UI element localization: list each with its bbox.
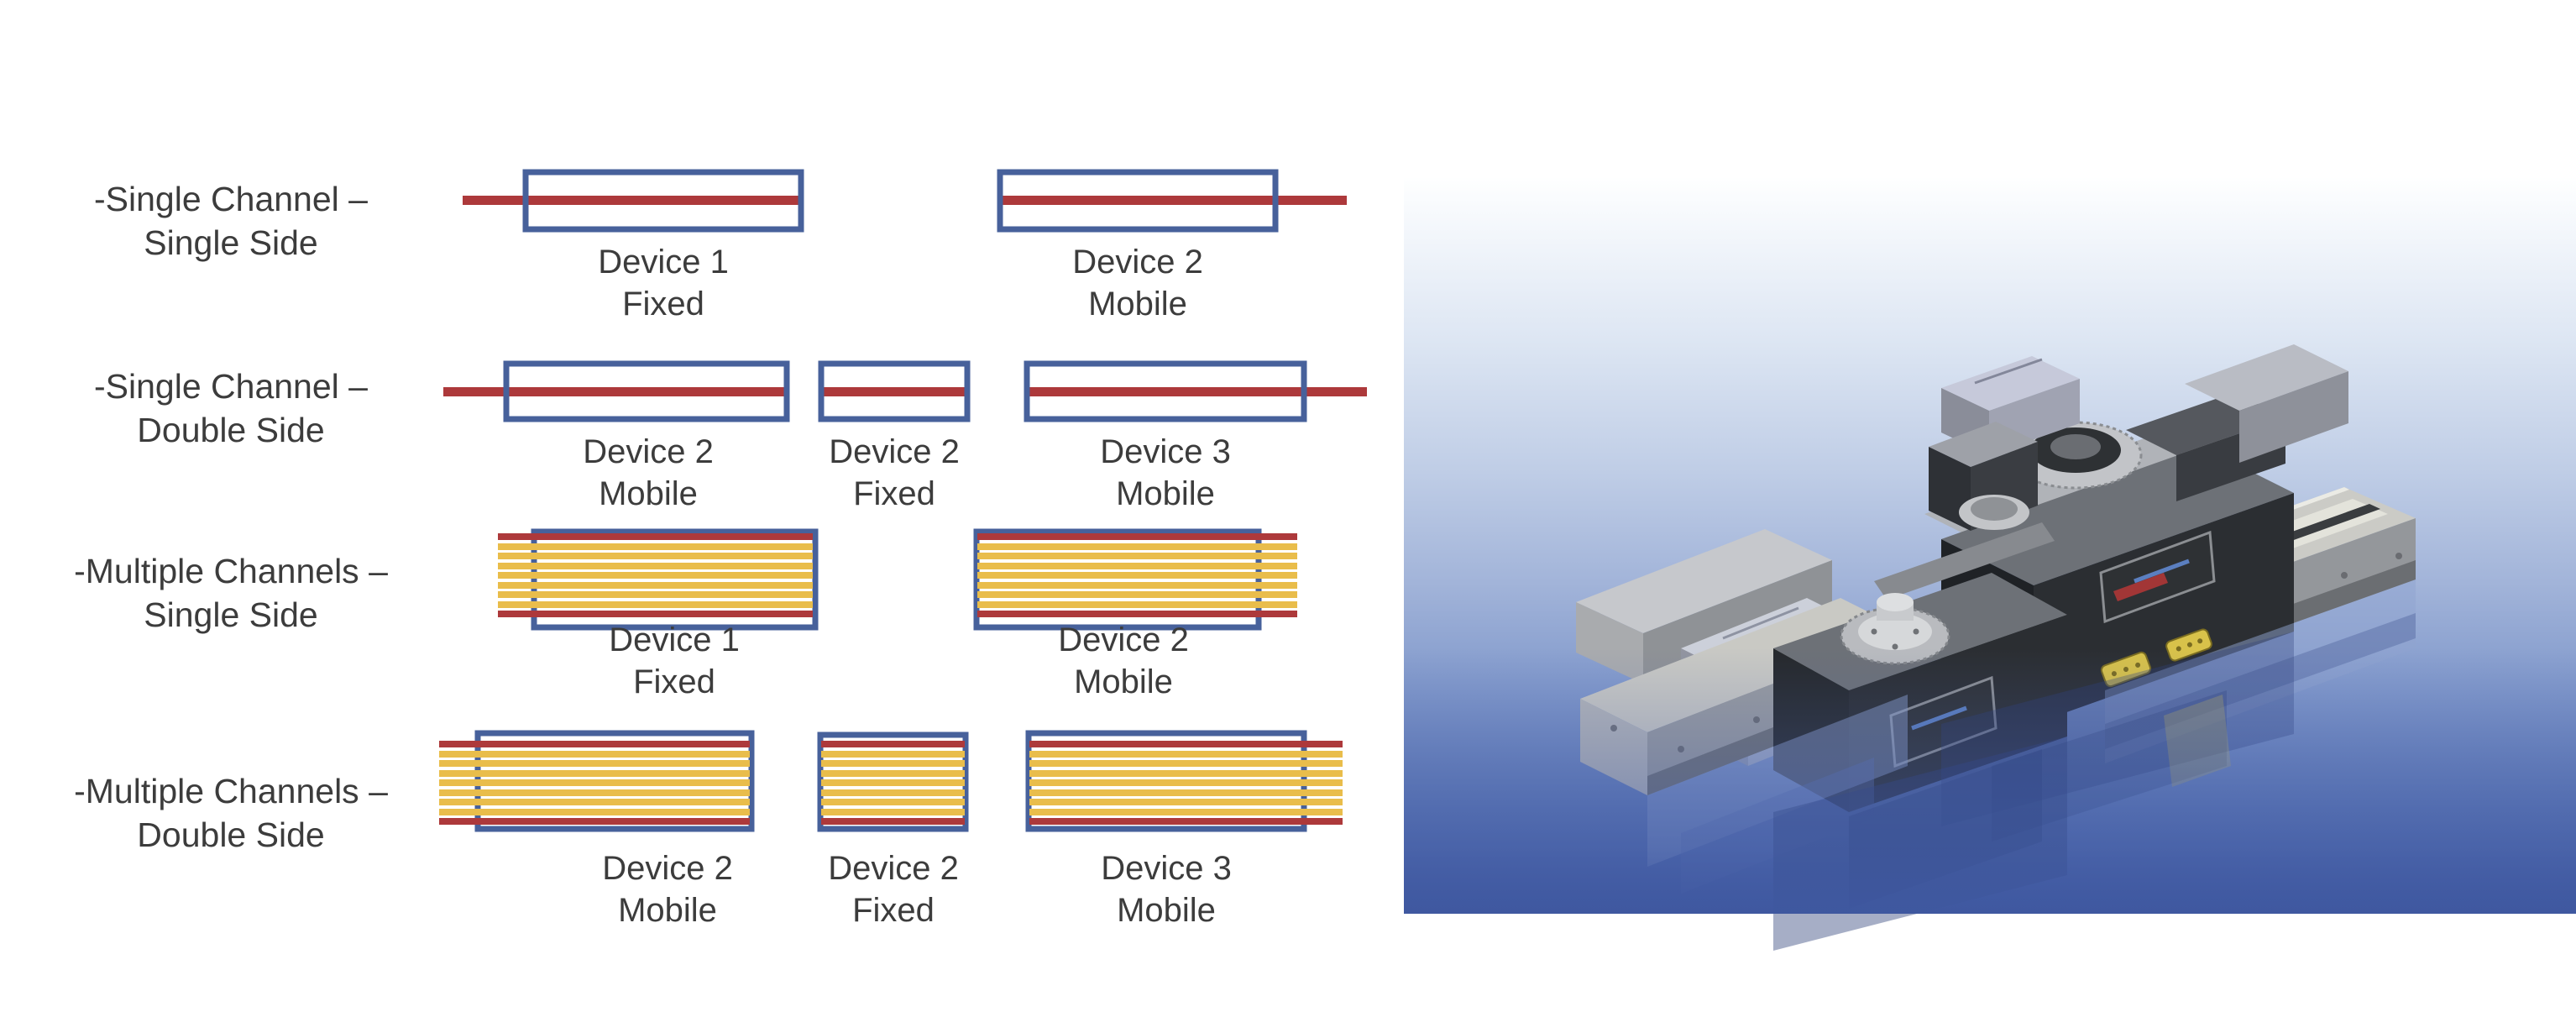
bracket-arm xyxy=(1874,522,2055,600)
channel-line xyxy=(824,387,965,396)
device-box xyxy=(818,360,971,422)
device-label: Device 2 xyxy=(829,433,960,470)
device-label: Fixed xyxy=(622,286,704,322)
device-box xyxy=(817,731,969,832)
caption-single-channel-single-side-line2: Single Side xyxy=(144,223,317,262)
channel-lines xyxy=(821,741,965,825)
device-label: Device 1 xyxy=(609,621,740,658)
channel-line xyxy=(463,196,804,205)
device-label: Device 1 xyxy=(598,244,729,281)
channel-line xyxy=(443,387,789,396)
device-label: Fixed xyxy=(633,663,715,700)
device-label: Fixed xyxy=(852,892,935,929)
device-label: Mobile xyxy=(618,892,717,929)
device-label: Device 2 xyxy=(1072,244,1203,281)
row-single-channel-double-side: Device 2 Mobile Device 2 Fixed Device 3 … xyxy=(443,360,1367,512)
channel-line xyxy=(1027,387,1367,396)
device-box xyxy=(531,528,819,631)
device-label: Device 2 xyxy=(828,850,959,887)
device-label: Mobile xyxy=(1074,663,1173,700)
device-box xyxy=(522,169,804,233)
caption-multiple-channels-double-side-line1: -Multiple Channels – xyxy=(74,772,388,810)
device-label: Mobile xyxy=(1088,286,1187,322)
caption-single-channel-double-side-line1: -Single Channel – xyxy=(94,367,368,406)
device-label: Device 2 xyxy=(1058,621,1189,658)
product-render xyxy=(1404,178,2576,951)
channel-lines xyxy=(1029,741,1343,825)
caption-multiple-channels-single-side-line1: -Multiple Channels – xyxy=(74,552,388,590)
device-label: Mobile xyxy=(1116,475,1215,512)
device-label: Device 2 xyxy=(602,850,733,887)
caption-multiple-channels-single-side-line2: Single Side xyxy=(144,595,317,634)
top-tower xyxy=(1929,356,2080,531)
device-label: Device 3 xyxy=(1100,433,1231,470)
floor-fade xyxy=(1404,648,2576,914)
channel-lines xyxy=(977,533,1297,617)
channel-diagram: -Single Channel – Single Side -Single Ch… xyxy=(74,169,1367,929)
device-label: Mobile xyxy=(1117,892,1216,929)
device-label: Device 3 xyxy=(1101,850,1232,887)
caption-single-channel-single-side-line1: -Single Channel – xyxy=(94,180,368,218)
row-single-channel-single-side: Device 1 Fixed Device 2 Mobile xyxy=(463,169,1347,322)
device-label: Mobile xyxy=(599,475,698,512)
channel-lines xyxy=(498,533,813,617)
row-captions: -Single Channel – Single Side -Single Ch… xyxy=(74,180,388,854)
caption-single-channel-double-side-line2: Double Side xyxy=(137,411,324,449)
channel-line xyxy=(997,196,1347,205)
caption-multiple-channels-double-side-line2: Double Side xyxy=(137,815,324,854)
row-multiple-channels-single-side: Device 1 Fixed Device 2 Mobile xyxy=(498,528,1297,700)
channel-lines xyxy=(439,741,750,825)
device-box xyxy=(973,528,1262,631)
device-label: Device 2 xyxy=(583,433,714,470)
device-label: Fixed xyxy=(853,475,935,512)
device-box xyxy=(997,169,1279,233)
device-box xyxy=(1024,360,1307,422)
device-box xyxy=(503,360,790,422)
row-multiple-channels-double-side: Device 2 Mobile Device 2 Fixed Device 3 … xyxy=(439,730,1343,929)
